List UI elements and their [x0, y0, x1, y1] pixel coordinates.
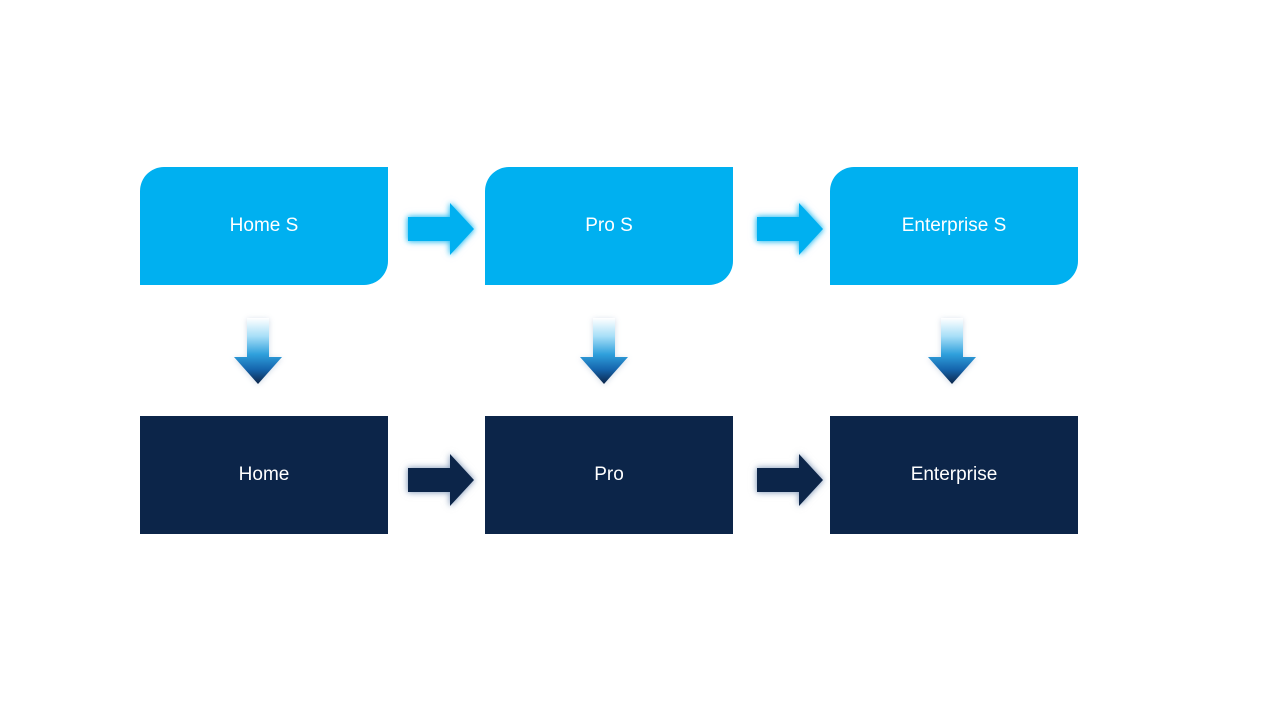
node-label: Home S: [229, 214, 299, 236]
node-label: Home: [238, 463, 290, 485]
right-arrow-icon: [757, 203, 823, 255]
right-arrow-icon: [408, 203, 474, 255]
down-arrow-shape: [580, 318, 628, 384]
right-arrow-shape: [757, 203, 823, 255]
node-home: Home: [140, 416, 388, 534]
right-arrow-shape: [408, 203, 474, 255]
node-label: Pro: [594, 463, 624, 485]
node-pro-s: Pro S: [485, 167, 733, 285]
down-arrow-icon: [234, 318, 282, 384]
node-enterprise: Enterprise: [830, 416, 1078, 534]
node-label: Enterprise S: [901, 214, 1007, 236]
node-home-s: Home S: [140, 167, 388, 285]
node-label: Pro S: [585, 214, 633, 236]
right-arrow-icon: [757, 454, 823, 506]
node-pro: Pro: [485, 416, 733, 534]
node-enterprise-s: Enterprise S: [830, 167, 1078, 285]
down-arrow-icon: [928, 318, 976, 384]
down-arrow-icon: [580, 318, 628, 384]
right-arrow-icon: [408, 454, 474, 506]
right-arrow-shape: [757, 454, 823, 506]
down-arrow-shape: [234, 318, 282, 384]
down-arrow-shape: [928, 318, 976, 384]
right-arrow-shape: [408, 454, 474, 506]
node-label: Enterprise: [910, 463, 998, 485]
